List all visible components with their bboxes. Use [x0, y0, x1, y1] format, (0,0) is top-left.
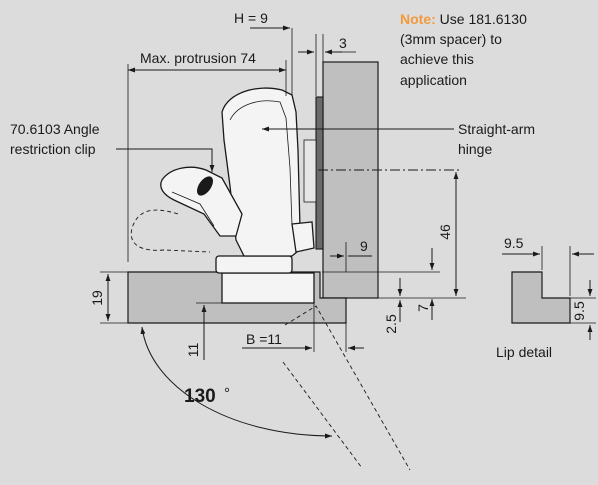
note-line-3: achieve this	[400, 51, 474, 67]
clip-rivet	[197, 176, 213, 196]
note-heading: Note:	[400, 11, 436, 27]
hinge-cup-flange	[215, 255, 293, 274]
note-text: Note: Use 181.6130	[400, 11, 527, 27]
hinge-arm-edge	[229, 100, 293, 227]
lip-side-dim-label: 9.5	[571, 301, 587, 321]
lip-top-dim-label: 9.5	[504, 235, 524, 251]
clip-leader	[116, 148, 215, 172]
clip-inner-edge	[171, 191, 215, 227]
max-protrusion-label: Max. protrusion 74	[140, 50, 256, 66]
clip-label-line-2: restriction clip	[10, 141, 96, 157]
dim-7-label: 7	[415, 304, 431, 312]
hinge-label-line-1: Straight-arm	[458, 121, 535, 137]
opening-angle-unit: °	[224, 385, 230, 402]
lip-detail-profile	[511, 271, 571, 324]
hinge-arm-knuckle	[291, 221, 315, 253]
plate-recess	[303, 139, 317, 203]
opening-angle-arc	[140, 326, 333, 439]
dim-9-label: 9	[360, 238, 368, 254]
note-line-4: application	[400, 72, 467, 88]
h-dimension-label: H = 9	[234, 10, 268, 26]
swung-door-outline	[284, 305, 411, 471]
angle-restriction-clip	[160, 166, 243, 237]
dim-b-label: B =11	[246, 331, 282, 347]
hinge-label-line-2: hinge	[458, 141, 492, 157]
swung-door-outline-2	[282, 361, 363, 469]
cabinet-side-panel	[322, 61, 379, 299]
dim-46-label: 46	[437, 224, 453, 240]
note-line-2: (3mm spacer) to	[400, 31, 502, 47]
dim-19-label: 19	[89, 290, 105, 306]
three-mm-label: 3	[339, 35, 347, 51]
hinge-cup	[221, 272, 315, 304]
mounting-plate	[315, 96, 324, 250]
dim-11-label: 11	[185, 343, 201, 358]
open-position-outline	[130, 209, 211, 253]
clip-label-line-1: 70.6103 Angle	[10, 121, 100, 137]
opening-angle-label: 130	[184, 386, 216, 407]
lip-detail-title: Lip detail	[496, 344, 552, 360]
dim-2-5-label: 2.5	[383, 314, 399, 334]
